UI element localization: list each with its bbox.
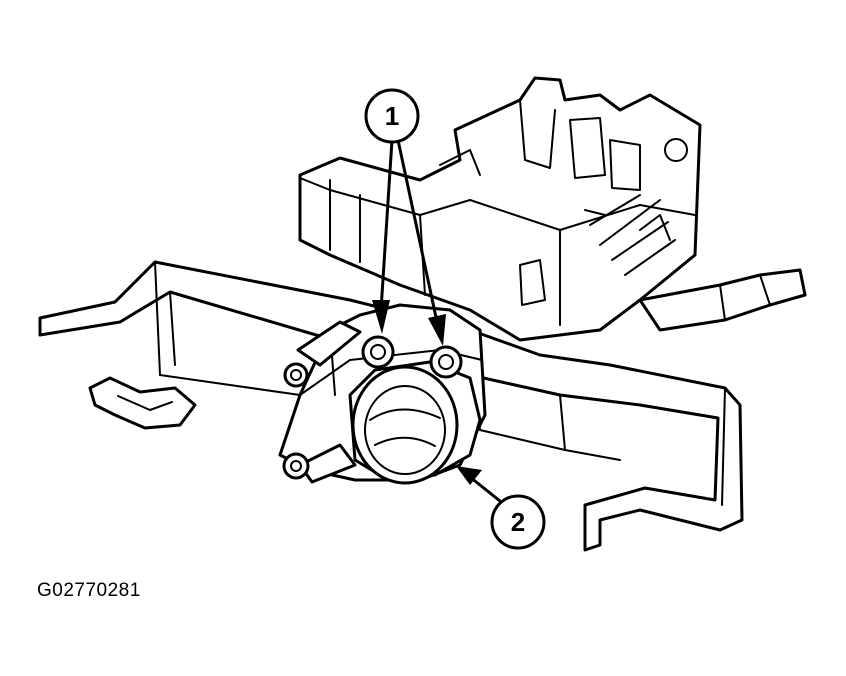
figure-code: G02770281 xyxy=(37,580,141,601)
left-clip xyxy=(88,376,197,430)
callout-2-label: 2 xyxy=(511,507,525,537)
callout-2: 2 xyxy=(490,494,546,550)
upper-switch-assembly xyxy=(298,76,702,342)
callout-2-leader xyxy=(456,466,507,507)
retaining-nuts xyxy=(361,335,463,379)
callout-1: 1 xyxy=(364,88,420,144)
lock-cylinder-housing xyxy=(348,360,482,485)
bracket-studs xyxy=(282,320,362,484)
right-arm xyxy=(638,268,807,332)
callout-1-label: 1 xyxy=(385,101,399,131)
callout-1-leaders xyxy=(372,138,446,346)
